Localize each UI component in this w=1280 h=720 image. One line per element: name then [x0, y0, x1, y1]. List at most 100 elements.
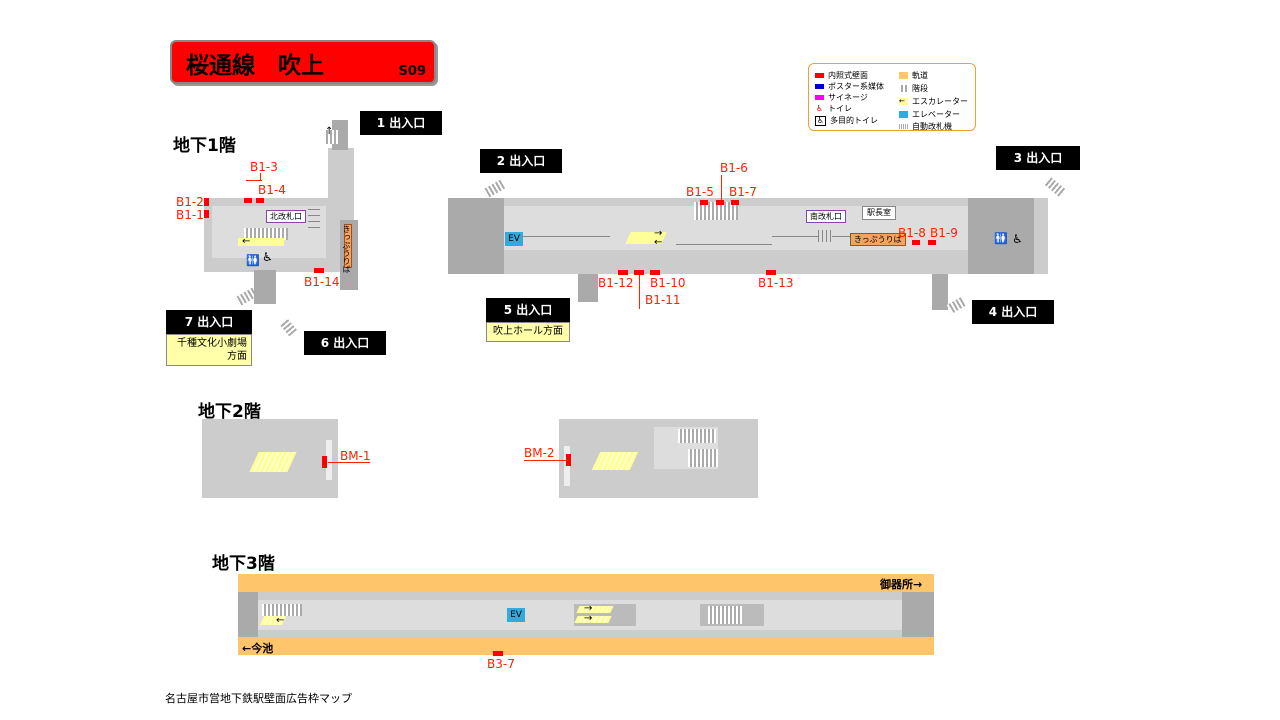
- exit3-stairs-icon: [1043, 176, 1067, 198]
- ad-label-b1-3: B1-3: [250, 160, 278, 174]
- ad-frame-b1-12: [618, 270, 628, 275]
- b1-east-center-stairs: [694, 202, 738, 220]
- b1-east-accessible-toilet-icon: ♿: [1012, 232, 1023, 246]
- b2-east-stairs-lower: [688, 449, 718, 467]
- ad-frame-bm-2: [566, 454, 571, 466]
- ad-frame-b1-10: [650, 270, 660, 275]
- ad-frame-b1-14: [314, 268, 324, 273]
- exit-5-note: 吹上ホール方面: [486, 322, 570, 342]
- ad-label-b1-4: B1-4: [258, 183, 286, 197]
- ad-leader-bm-1: [328, 462, 370, 463]
- b1-east-guide-line-3: [772, 236, 852, 237]
- ticket-gate-icon: [899, 124, 908, 129]
- floor-label-b3: 地下3階: [212, 554, 275, 574]
- b1-west-stairs: [244, 228, 288, 240]
- direction-gokiso: 御器所→: [880, 578, 923, 591]
- legend-item-elevator: エレベーター: [899, 109, 960, 120]
- ad-label-b1-5: B1-5: [686, 185, 714, 199]
- b3-west-end: [238, 592, 258, 637]
- ad-leader-b1-3: [260, 173, 261, 181]
- legend: 内照式壁面 ポスター系媒体 サイネージ ♿トイレ ♿多目的トイレ 軌道 階段 ←…: [808, 63, 976, 131]
- ad-label-b1-10: B1-10: [650, 276, 686, 290]
- b3-elevator-icon: EV: [507, 608, 525, 622]
- exit-4-label: 4 出入口: [972, 300, 1054, 324]
- ad-frame-b1-5: [700, 200, 708, 205]
- east-ticket-machine-sign: きっぷうりば: [850, 233, 906, 246]
- b1-east-east-end: [968, 198, 1034, 274]
- b2-east-stairs-upper: [678, 429, 716, 443]
- legend-swatch-red: [815, 73, 824, 78]
- legend-item-ticket-gate: 自動改札機: [899, 121, 952, 132]
- legend-item-track: 軌道: [899, 70, 928, 81]
- accessible-toilet-icon: ♿: [815, 116, 826, 126]
- exit6-stairs-icon: [279, 317, 297, 337]
- exit-2-label: 2 出入口: [480, 149, 562, 173]
- ad-frame-b1-8: [912, 240, 920, 245]
- b1-exit5-passage: [578, 274, 598, 302]
- exit4-stairs-icon: [946, 296, 968, 314]
- b1-east-west-end: [448, 198, 504, 274]
- legend-item-escalator: ←エスカレーター: [899, 97, 968, 106]
- b3-escalator-down: [574, 616, 612, 623]
- ad-label-b1-1: B1-1: [176, 208, 204, 222]
- ad-leader-b1-6: [721, 175, 722, 200]
- legend-item-toilet: ♿トイレ: [815, 104, 852, 113]
- exit-5-label: 5 出入口: [486, 298, 570, 322]
- b1-exit4-passage: [932, 274, 948, 310]
- station-code: S09: [398, 64, 426, 79]
- ad-label-bm-1: BM-1: [340, 449, 371, 463]
- ad-frame-b1-7: [731, 200, 739, 205]
- b1-west-escalator: [238, 238, 284, 246]
- b1-east-toilet-icon: 🚻: [994, 232, 1008, 245]
- ad-frame-b1-6: [716, 200, 724, 205]
- b3-west-escalator-arrow-icon: ←: [276, 615, 285, 626]
- ad-frame-b1-1: [204, 210, 209, 218]
- station-office-sign: 駅長室: [862, 206, 896, 220]
- b1-west-toilet-icon: 🚻: [246, 254, 260, 267]
- ad-label-b1-14: B1-14: [304, 275, 340, 289]
- north-gate-sign: 北改札口: [266, 210, 306, 223]
- b1-west-accessible-toilet-icon: ♿: [262, 250, 273, 264]
- footer-caption: 名古屋市営地下鉄駅壁面広告枠マップ: [165, 692, 352, 705]
- ad-label-b1-12: B1-12: [598, 276, 634, 290]
- exit-3-label: 3 出入口: [996, 146, 1080, 170]
- b1-east-guide-line-2: [676, 244, 772, 245]
- exit2-stairs-icon: [482, 179, 506, 199]
- b1-west-exit-passage: [254, 270, 276, 304]
- exit1-arrow-icon: ↑: [325, 126, 334, 137]
- ad-label-b1-9: B1-9: [930, 226, 958, 240]
- ad-frame-b3-7: [493, 651, 503, 656]
- legend-item-accessible-toilet: ♿多目的トイレ: [815, 116, 878, 126]
- ad-frame-b1-2: [204, 198, 209, 206]
- b1-east-guide-line: [520, 236, 610, 237]
- legend-item-stairs: 階段: [899, 83, 928, 94]
- ad-label-b1-7: B1-7: [729, 185, 757, 199]
- ad-label-b1-2: B1-2: [176, 195, 204, 209]
- toilet-icon: ♿: [815, 104, 824, 113]
- station-title: 桜通線 吹上: [186, 53, 324, 79]
- track-icon: [899, 72, 908, 79]
- ad-label-b1-6: B1-6: [720, 161, 748, 175]
- b2-east-wall: [564, 446, 570, 486]
- exit-7-label: 7 出入口: [166, 310, 252, 334]
- b1-east-escalator-arrow2-icon: ←: [654, 237, 663, 248]
- legend-swatch-magenta: [815, 95, 824, 100]
- legend-swatch-blue: [815, 84, 824, 89]
- ad-label-b3-7: B3-7: [487, 657, 515, 671]
- exit-1-label: 1 出入口: [360, 111, 442, 135]
- legend-item-internal-lit: 内照式壁面: [815, 70, 868, 81]
- ad-leader-b1-3b: [246, 180, 262, 181]
- b1-east-escalator-arrow-icon: →: [654, 228, 663, 239]
- exit-6-label: 6 出入口: [304, 331, 386, 355]
- exit-7-note: 千種文化小劇場 方面: [166, 334, 252, 366]
- b3-escalator-up: [576, 606, 614, 613]
- b1-west-passage-1: [328, 148, 354, 208]
- direction-imaike: ←今池: [242, 642, 274, 655]
- station-title-box: 桜通線 吹上 S09: [170, 40, 436, 84]
- b3-track-upper: [238, 574, 934, 592]
- b3-west-stairs: [262, 604, 302, 616]
- west-ticket-machine-sign: きっぷうりば: [342, 224, 352, 273]
- b3-east-stairs: [708, 606, 742, 624]
- ad-frame-b1-4: [256, 198, 264, 203]
- ad-frame-bm-1: [322, 456, 327, 468]
